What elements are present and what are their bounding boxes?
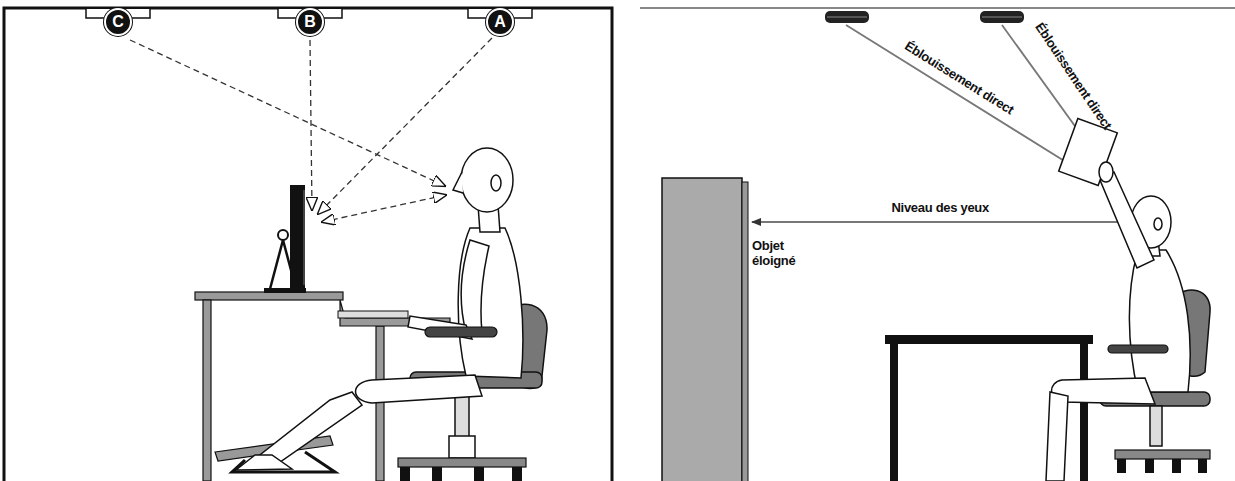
desk-top [885, 335, 1093, 344]
ceiling-light [982, 17, 1022, 18]
monitor-screen [304, 190, 305, 285]
eye-level-line [752, 221, 1135, 223]
cabinet-door [742, 182, 748, 481]
chair-column [1150, 406, 1162, 446]
desk-leg [203, 300, 211, 481]
light-ray [130, 40, 445, 186]
left-panel [4, 8, 612, 481]
person [1046, 172, 1190, 481]
desk-top [195, 292, 343, 300]
chair-armrest [1108, 345, 1168, 353]
monitor-stand [270, 240, 296, 289]
ceiling-light [827, 17, 867, 18]
chair-wheel [1145, 459, 1154, 473]
chair-base [398, 458, 526, 467]
ceiling-light [825, 11, 869, 23]
chair-column [449, 436, 475, 458]
chair-wheel [1172, 459, 1181, 473]
fixture-letter: C [112, 14, 124, 30]
chair-wheel [1117, 459, 1126, 473]
light-ray [310, 40, 312, 210]
reflection-ray [322, 195, 446, 222]
chair-wheel [1198, 459, 1207, 473]
desk-leg [890, 344, 898, 481]
light-fixture-marker: C [104, 8, 132, 36]
ceiling-light [980, 11, 1024, 23]
light-fixture-marker: B [296, 8, 324, 36]
desk-leg [1080, 344, 1088, 481]
chair-wheel [474, 467, 484, 481]
fixture-letter: B [304, 14, 316, 30]
chair-wheel [400, 467, 410, 481]
tablet [1059, 119, 1118, 186]
fixture-letter: A [494, 14, 506, 30]
monitor-base [264, 288, 306, 293]
monitor-hinge [278, 230, 288, 240]
room-frame [4, 8, 612, 481]
chair-armrest [425, 327, 497, 337]
glare-label: Éblouissement direct [901, 38, 1015, 117]
annotation-label: Niveau des yeux [892, 201, 989, 216]
right-panel [640, 8, 1235, 481]
chair-wheel [432, 467, 442, 481]
glare-label: Éblouissement direct [1031, 20, 1114, 132]
light-fixture-marker: A [486, 8, 514, 36]
person [236, 148, 523, 470]
cabinet [662, 178, 742, 481]
annotation-label: Objet éloigné [752, 239, 812, 269]
ceiling [640, 7, 1235, 9]
desk-leg [376, 326, 384, 481]
chair-wheel [512, 467, 522, 481]
chair-base [1115, 450, 1210, 459]
keyboard [338, 311, 408, 318]
hand [1099, 162, 1113, 182]
